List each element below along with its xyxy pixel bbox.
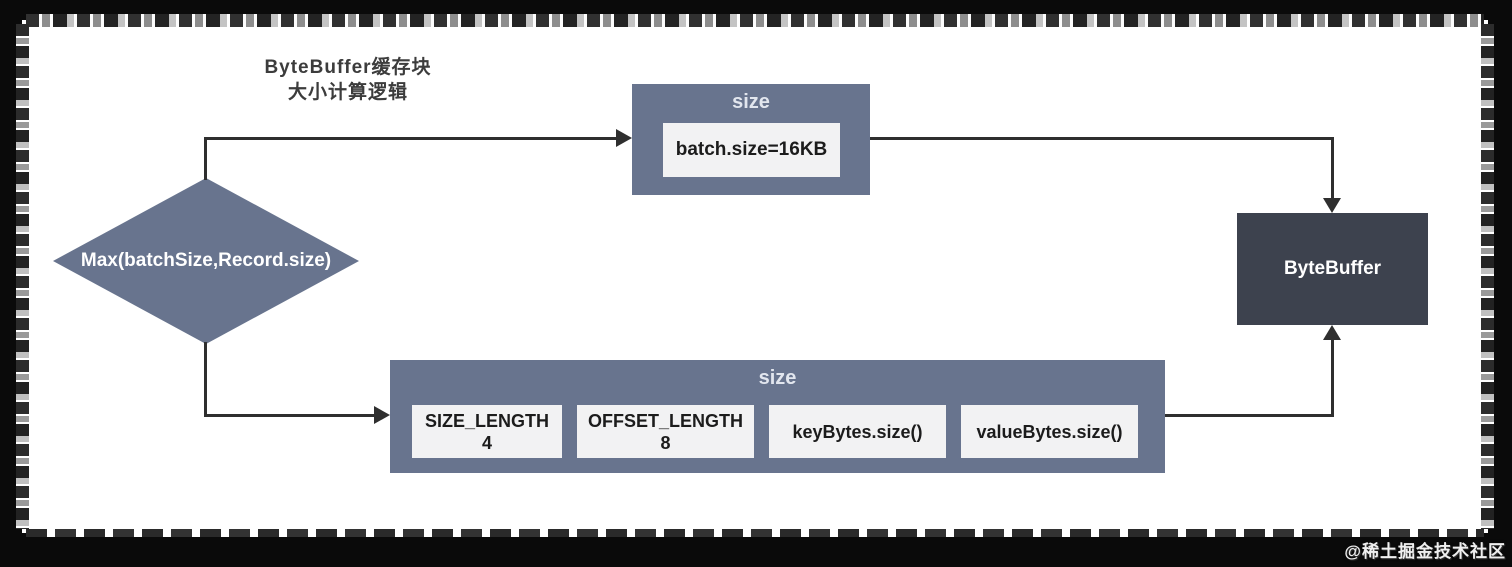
diagram-title-line1: ByteBuffer缓存块	[264, 57, 432, 78]
frame-border-top	[26, 14, 1484, 27]
arrowhead-into-size-bottom-icon	[374, 406, 390, 424]
diagram-title: ByteBuffer缓存块 大小计算逻辑	[238, 55, 458, 105]
item-offset-length: OFFSET_LENGTH 8	[577, 405, 754, 458]
frame-border-right	[1481, 24, 1494, 529]
size-group-bottom-title: size	[758, 367, 797, 389]
size-group-bottom-items: SIZE_LENGTH 4 OFFSET_LENGTH 8 keyBytes.s…	[412, 405, 1138, 458]
item-offset-length-label: OFFSET_LENGTH	[587, 410, 743, 431]
size-group-top: size batch.size=16KB	[632, 84, 870, 195]
size-group-bottom: size SIZE_LENGTH 4 OFFSET_LENGTH 8 keyBy…	[390, 360, 1165, 473]
frame-border-bottom	[26, 529, 1484, 537]
connector-sizetop-bytebuffer-horizontal	[870, 137, 1332, 140]
item-keybytes-size: keyBytes.size()	[769, 405, 946, 458]
connector-sizetop-bytebuffer-vertical	[1331, 137, 1334, 199]
connector-sizebottom-bytebuffer-horizontal	[1165, 414, 1333, 417]
bytebuffer-node: ByteBuffer	[1237, 213, 1428, 325]
item-valuebytes-size-label: valueBytes.size()	[976, 421, 1123, 442]
item-valuebytes-size: valueBytes.size()	[961, 405, 1138, 458]
item-size-length-label: SIZE_LENGTH	[424, 410, 549, 431]
item-keybytes-size-label: keyBytes.size()	[792, 421, 923, 442]
bytebuffer-node-label: ByteBuffer	[1283, 258, 1382, 279]
arrowhead-into-bytebuffer-bottom-icon	[1323, 325, 1341, 340]
item-batch-size-label: batch.size=16KB	[675, 139, 828, 160]
arrowhead-into-bytebuffer-top-icon	[1323, 198, 1341, 213]
arrowhead-into-size-top-icon	[616, 129, 632, 147]
decision-node-label: Max(batchSize,Record.size)	[80, 250, 332, 271]
connector-decision-bottom-vertical	[204, 342, 207, 417]
watermark: @稀土掘金技术社区	[1344, 542, 1506, 561]
connector-decision-top-vertical	[204, 137, 207, 180]
item-size-length-value: 4	[481, 432, 492, 453]
frame-border-left	[16, 24, 29, 529]
connector-decision-top-horizontal	[204, 137, 616, 140]
connector-decision-bottom-horizontal	[204, 414, 374, 417]
diagram-title-line2: 大小计算逻辑	[287, 82, 408, 103]
connector-sizebottom-bytebuffer-vertical	[1331, 339, 1334, 417]
item-size-length: SIZE_LENGTH 4	[412, 405, 562, 458]
item-batch-size: batch.size=16KB	[663, 123, 840, 177]
size-group-top-title: size	[732, 91, 770, 113]
item-offset-length-value: 8	[660, 432, 671, 453]
